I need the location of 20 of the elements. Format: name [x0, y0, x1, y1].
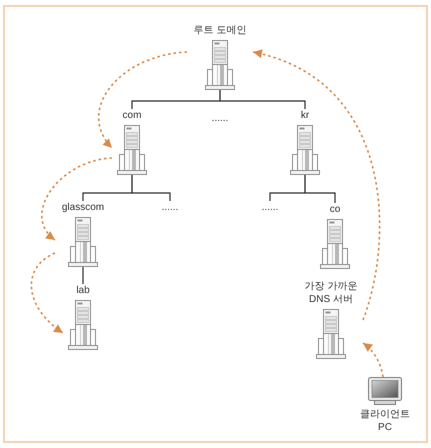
domain-label: 루트 도메인: [194, 24, 246, 37]
dashed-arrow: [98, 51, 188, 148]
connector-line: [304, 175, 336, 203]
dashed-arrow: [41, 157, 112, 241]
connector-line: [219, 90, 306, 109]
dashed-arrow: [30, 252, 64, 334]
connector-line: [131, 175, 171, 201]
connector-line: [82, 267, 84, 284]
domain-label: co: [330, 203, 340, 216]
ellipsis-text: ......: [212, 112, 228, 125]
dashed-arrow: [362, 342, 384, 378]
domain-label: kr: [300, 109, 310, 122]
server-label: 가장 가까운 DNS 서버: [304, 280, 358, 306]
ellipsis-text: ......: [257, 201, 283, 214]
pc-label: 클라이언트 PC: [359, 408, 411, 434]
domain-label: lab: [76, 284, 90, 297]
dashed-arrow: [252, 50, 380, 320]
ellipsis-text: ......: [157, 201, 183, 214]
domain-label: glasscom: [62, 201, 104, 214]
domain-label: com: [122, 109, 142, 122]
